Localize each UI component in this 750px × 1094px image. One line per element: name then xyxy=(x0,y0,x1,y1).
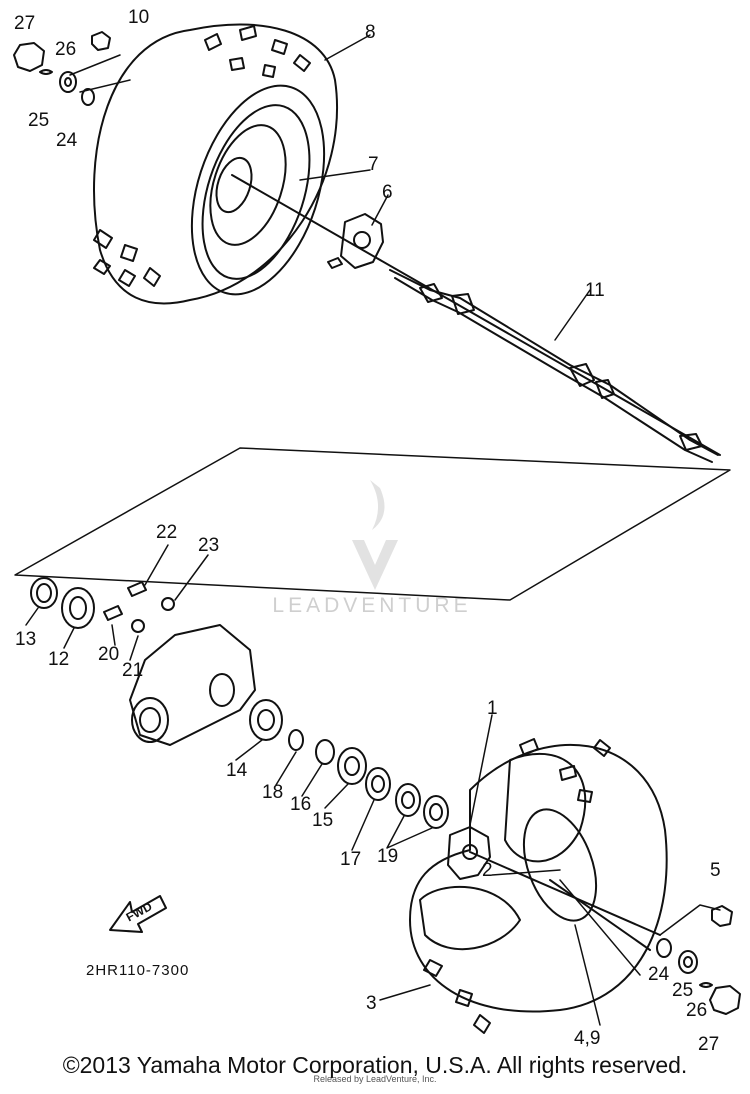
callout-5: 5 xyxy=(710,860,721,881)
callout-16: 16 xyxy=(290,794,311,815)
callout-24b: 24 xyxy=(648,964,670,985)
callout-11: 11 xyxy=(585,280,605,301)
copyright-notice: ©2013 Yamaha Motor Corporation, U.S.A. A… xyxy=(62,1052,688,1078)
watermark-text: LEADVENTURE xyxy=(272,594,471,617)
callout-13: 13 xyxy=(15,629,36,650)
callout-24a: 24 xyxy=(56,130,78,151)
callout-23: 23 xyxy=(198,535,219,556)
upper-hardware xyxy=(13,31,111,106)
callout-17: 17 xyxy=(340,849,361,870)
callout-1: 1 xyxy=(487,698,498,719)
callout-26b: 26 xyxy=(686,1000,707,1021)
watermark: LEADVENTURE xyxy=(272,480,471,617)
assembly-guide-line xyxy=(14,447,731,601)
leader-lines xyxy=(25,34,601,1026)
callout-25b: 25 xyxy=(672,980,693,1001)
lower-hardware xyxy=(656,905,741,1015)
upper-wheel-tire xyxy=(93,23,338,305)
callout-14: 14 xyxy=(226,760,248,781)
lower-hub-assembly xyxy=(447,826,721,976)
callout-10: 10 xyxy=(128,7,149,28)
callout-15: 15 xyxy=(312,810,333,831)
callout-27b: 27 xyxy=(698,1034,719,1055)
diagram-code: 2HR110-7300 xyxy=(86,962,189,979)
left-seals xyxy=(30,577,175,633)
callout-26a: 26 xyxy=(55,39,76,60)
differential-housing xyxy=(129,624,256,746)
forward-arrow-icon xyxy=(109,895,167,933)
upper-hub-assembly xyxy=(231,174,721,456)
drive-shaft xyxy=(389,269,719,463)
callout-2: 2 xyxy=(482,860,493,881)
callout-27a: 27 xyxy=(14,13,35,34)
hardware-guide-line xyxy=(69,54,131,93)
right-seals xyxy=(249,699,449,829)
callout-4-9: 4,9 xyxy=(574,1028,600,1049)
callout-19: 19 xyxy=(377,846,398,867)
callout-25a: 25 xyxy=(28,110,49,131)
callout-12: 12 xyxy=(48,649,69,670)
callout-3: 3 xyxy=(366,993,377,1014)
callout-labels: 27 10 26 25 24 8 7 6 11 22 23 13 12 20 2… xyxy=(14,7,721,1055)
callout-21: 21 xyxy=(122,660,143,681)
callout-8: 8 xyxy=(365,22,376,43)
callout-18: 18 xyxy=(262,782,283,803)
lower-wheel-tire xyxy=(409,738,668,1034)
callout-20: 20 xyxy=(98,644,119,665)
callout-7: 7 xyxy=(368,154,379,175)
reprint-note: Released by LeadVenture, Inc. xyxy=(313,1074,437,1084)
callout-6: 6 xyxy=(382,182,393,203)
callout-22: 22 xyxy=(156,522,177,543)
watermark-logo xyxy=(352,480,398,590)
